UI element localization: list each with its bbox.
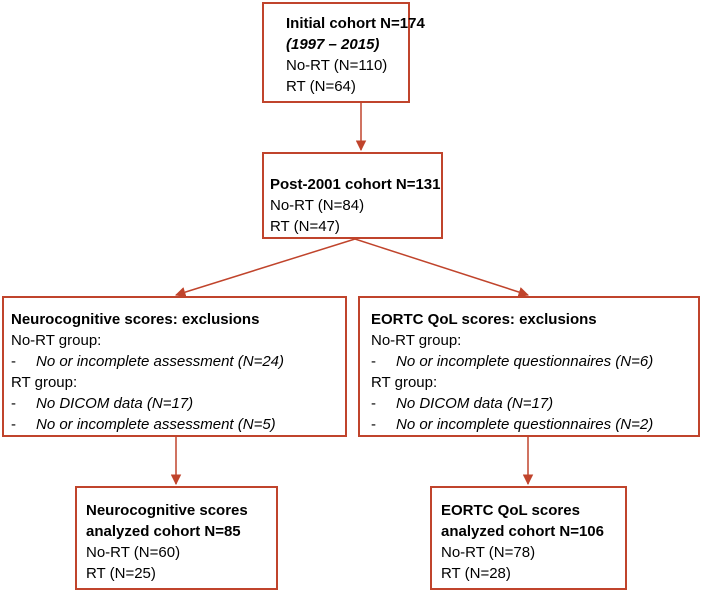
exclusion-text: No or incomplete assessment (N=24) [36, 353, 285, 370]
exclusion-text: No or incomplete questionnaires (N=6) [396, 353, 654, 370]
neuro-no-rt-exclusion-item: - No or incomplete assessment (N=24) [11, 351, 345, 372]
post2001-cohort-rt: RT (N=47) [270, 218, 340, 235]
qol-rt-group-label: RT group: [371, 374, 438, 391]
qol-rt-exclusion-item: - No DICOM data (N=17) [371, 393, 698, 414]
qol-exclusions-box: EORTC QoL scores: exclusions No-RT group… [358, 296, 700, 437]
qol-rt-exclusion-item: - No or incomplete questionnaires (N=2) [371, 414, 698, 435]
qol-analyzed-box: EORTC QoL scores analyzed cohort N=106 N… [430, 486, 627, 590]
initial-cohort-title: Initial cohort N=174 [286, 15, 425, 32]
exclusion-text: No DICOM data (N=17) [396, 395, 554, 412]
qol-no-rt-group-label: No-RT group: [371, 332, 462, 349]
arrow-post2001-to-neuro [174, 238, 356, 298]
qol-analyzed-title-line2: analyzed cohort N=106 [441, 523, 604, 540]
neuro-exclusions-title: Neurocognitive scores: exclusions [11, 311, 260, 328]
qol-exclusions-title: EORTC QoL scores: exclusions [371, 311, 597, 328]
bullet-dash: - [371, 395, 376, 412]
bullet-dash: - [11, 416, 16, 433]
initial-cohort-no-rt: No-RT (N=110) [286, 57, 388, 74]
arrow-post2001-to-qol [354, 238, 529, 298]
neuro-exclusions-box: Neurocognitive scores: exclusions No-RT … [2, 296, 347, 437]
exclusion-text: No or incomplete assessment (N=5) [36, 416, 276, 433]
qol-analyzed-rt: RT (N=28) [441, 565, 511, 582]
bullet-dash: - [11, 353, 16, 370]
bullet-dash: - [371, 416, 376, 433]
exclusion-text: No or incomplete questionnaires (N=2) [396, 416, 654, 433]
bullet-dash: - [11, 395, 16, 412]
initial-cohort-years: (1997 – 2015) [286, 36, 380, 53]
initial-cohort-box: Initial cohort N=174 (1997 – 2015) No-RT… [262, 2, 425, 103]
neuro-analyzed-rt: RT (N=25) [86, 565, 156, 582]
neuro-rt-group-label: RT group: [11, 374, 78, 391]
post2001-cohort-no-rt: No-RT (N=84) [270, 197, 365, 214]
neuro-analyzed-title-line1: Neurocognitive scores [86, 502, 248, 519]
neuro-analyzed-no-rt: No-RT (N=60) [86, 544, 181, 561]
initial-cohort-rt: RT (N=64) [286, 78, 356, 95]
qol-no-rt-exclusion-item: - No or incomplete questionnaires (N=6) [371, 351, 698, 372]
bullet-dash: - [371, 353, 376, 370]
exclusion-text: No DICOM data (N=17) [36, 395, 194, 412]
neuro-analyzed-title-line2: analyzed cohort N=85 [86, 523, 241, 540]
neuro-rt-exclusion-item: - No or incomplete assessment (N=5) [11, 414, 345, 435]
neuro-rt-exclusion-item: - No DICOM data (N=17) [11, 393, 345, 414]
qol-analyzed-no-rt: No-RT (N=78) [441, 544, 536, 561]
post2001-cohort-title: Post-2001 cohort N=131 [270, 176, 441, 193]
qol-analyzed-title-line1: EORTC QoL scores [441, 502, 580, 519]
neuro-analyzed-box: Neurocognitive scores analyzed cohort N=… [75, 486, 278, 590]
neuro-no-rt-group-label: No-RT group: [11, 332, 102, 349]
post2001-cohort-box: Post-2001 cohort N=131 No-RT (N=84) RT (… [262, 152, 443, 239]
